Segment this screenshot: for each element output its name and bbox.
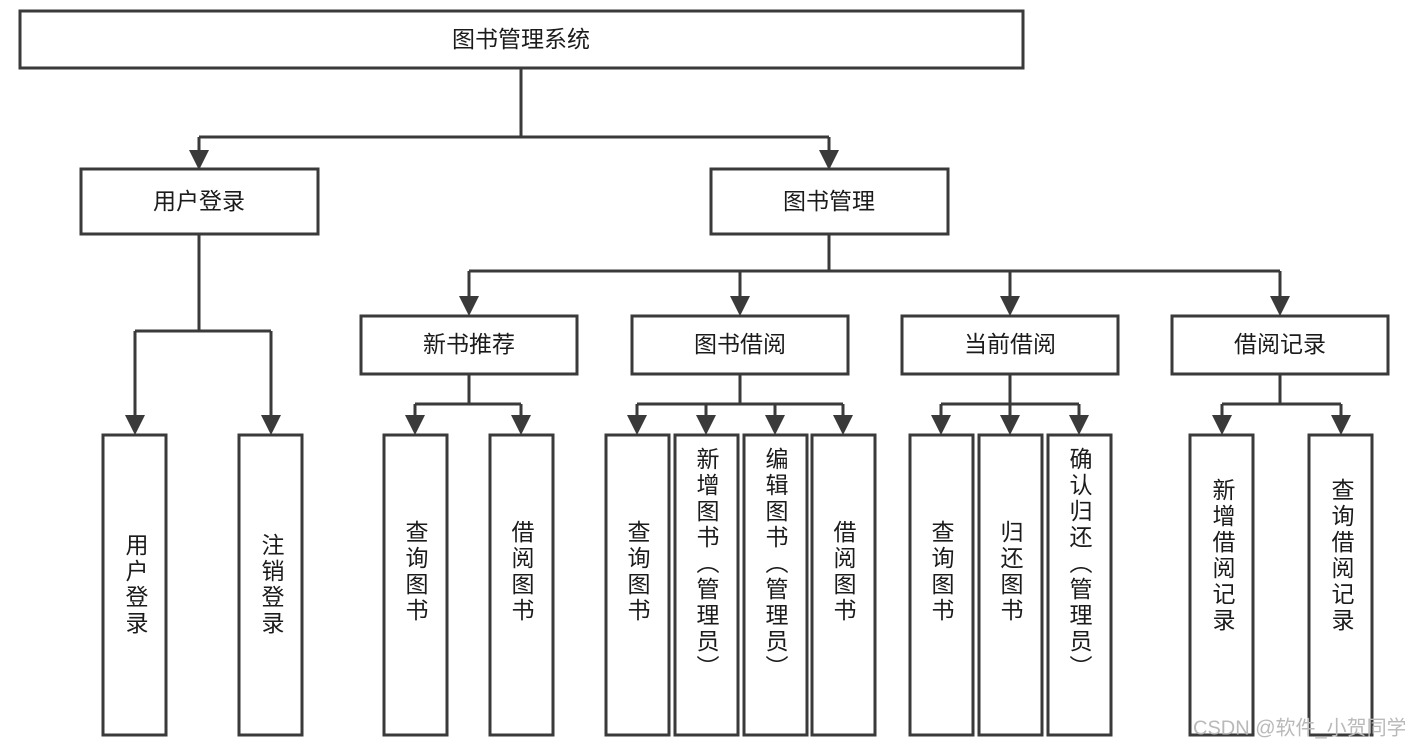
node-leaf-bb-add-book-label: 新增图书（管理员） bbox=[693, 447, 720, 681]
arrowhead-leaf-user-logout bbox=[261, 415, 281, 435]
node-leaf-br-add-record-box[interactable] bbox=[1188, 433, 1255, 737]
arrowhead-to-book-manage bbox=[819, 150, 839, 170]
arrowhead-leaf-bb-query-book bbox=[627, 415, 647, 435]
node-leaf-bb-borrow-book[interactable]: 借阅图书 bbox=[810, 433, 877, 737]
node-leaf-bb-borrow-book-label: 借阅图书 bbox=[830, 520, 857, 624]
connector-borrow-record-bus bbox=[1220, 374, 1343, 417]
arrowhead-leaf-bb-add-book bbox=[696, 415, 716, 435]
node-book-manage-box[interactable] bbox=[709, 167, 950, 236]
arrowhead-leaf-cb-return-book bbox=[1000, 415, 1020, 435]
node-borrow-record[interactable]: 借阅记录 bbox=[1170, 314, 1390, 376]
node-leaf-cb-query-book-label: 查询图书 bbox=[928, 520, 955, 624]
arrowhead-book-borrow bbox=[730, 296, 750, 316]
node-leaf-user-logout[interactable]: 注销登录 bbox=[237, 433, 304, 737]
arrowhead-current-borrow bbox=[1000, 296, 1020, 316]
node-leaf-user-logout-box[interactable] bbox=[237, 433, 304, 737]
node-leaf-bb-edit-book-label: 编辑图书（管理员） bbox=[762, 447, 789, 681]
node-book-borrow-box[interactable] bbox=[630, 314, 850, 376]
node-leaf-rec-query-book-label: 查询图书 bbox=[402, 520, 429, 624]
node-current-borrow-label: 当前借阅 bbox=[964, 331, 1056, 357]
node-book-manage[interactable]: 图书管理 bbox=[709, 167, 950, 236]
node-borrow-record-label: 借阅记录 bbox=[1234, 331, 1326, 357]
node-leaf-br-query-record[interactable]: 查询借阅记录 bbox=[1307, 433, 1374, 737]
node-user-login[interactable]: 用户登录 bbox=[79, 167, 320, 236]
node-root-label: 图书管理系统 bbox=[452, 26, 590, 52]
node-book-manage-label: 图书管理 bbox=[783, 188, 875, 214]
node-leaf-bb-add-book-box[interactable] bbox=[673, 433, 740, 737]
connector-new-book-rec-bus bbox=[413, 374, 523, 417]
node-leaf-br-query-record-label: 查询借阅记录 bbox=[1328, 478, 1355, 634]
node-new-book-rec[interactable]: 新书推荐 bbox=[359, 314, 579, 376]
arrowhead-new-book-rec bbox=[459, 296, 479, 316]
arrowhead-leaf-bb-edit-book bbox=[765, 415, 785, 435]
node-borrow-record-box[interactable] bbox=[1170, 314, 1390, 376]
arrowhead-leaf-cb-confirm-return bbox=[1069, 415, 1089, 435]
node-leaf-cb-confirm-return[interactable]: 确认归还（管理员） bbox=[1046, 433, 1113, 737]
node-leaf-bb-edit-book[interactable]: 编辑图书（管理员） bbox=[742, 433, 809, 737]
node-leaf-user-logout-label: 注销登录 bbox=[258, 533, 285, 637]
arrowhead-leaf-br-add-record bbox=[1212, 415, 1232, 435]
node-user-login-box[interactable] bbox=[79, 167, 320, 236]
node-leaf-bb-edit-book-box[interactable] bbox=[742, 433, 809, 737]
arrowhead-leaf-cb-query-book bbox=[931, 415, 951, 435]
node-leaf-cb-confirm-return-label: 确认归还（管理员） bbox=[1066, 447, 1093, 681]
connector-root-to-level2 bbox=[197, 68, 831, 152]
node-leaf-rec-borrow-book-box[interactable] bbox=[488, 433, 555, 737]
node-leaf-br-query-record-box[interactable] bbox=[1307, 433, 1374, 737]
node-current-borrow-box[interactable] bbox=[900, 314, 1120, 376]
arrowhead-leaf-rec-borrow-book bbox=[511, 415, 531, 435]
node-leaf-br-add-record[interactable]: 新增借阅记录 bbox=[1188, 433, 1255, 737]
connector-current-borrow-bus bbox=[939, 374, 1081, 417]
node-leaf-bb-borrow-book-box[interactable] bbox=[810, 433, 877, 737]
node-current-borrow[interactable]: 当前借阅 bbox=[900, 314, 1120, 376]
arrowhead-to-user-login bbox=[189, 150, 209, 170]
node-root[interactable]: 图书管理系统 bbox=[18, 9, 1025, 70]
node-leaf-rec-query-book-box[interactable] bbox=[382, 433, 449, 737]
node-root-box[interactable] bbox=[18, 9, 1025, 70]
node-leaf-cb-confirm-return-box[interactable] bbox=[1046, 433, 1113, 737]
connector-book-borrow-bus bbox=[635, 374, 845, 417]
node-leaf-cb-query-book[interactable]: 查询图书 bbox=[908, 433, 975, 737]
node-leaf-user-login-box[interactable] bbox=[101, 433, 168, 737]
node-new-book-rec-label: 新书推荐 bbox=[423, 331, 515, 357]
node-leaf-br-add-record-label: 新增借阅记录 bbox=[1209, 478, 1236, 634]
node-leaf-bb-query-book-box[interactable] bbox=[604, 433, 671, 737]
node-user-login-label: 用户登录 bbox=[153, 188, 245, 214]
node-leaf-bb-add-book[interactable]: 新增图书（管理员） bbox=[673, 433, 740, 737]
arrowhead-leaf-bb-borrow-book bbox=[833, 415, 853, 435]
connector-layer bbox=[125, 68, 1351, 435]
node-leaf-cb-return-book-box[interactable] bbox=[977, 433, 1044, 737]
node-book-borrow-label: 图书借阅 bbox=[694, 331, 786, 357]
node-new-book-rec-box[interactable] bbox=[359, 314, 579, 376]
connector-book-manage-bus bbox=[467, 234, 1282, 298]
csdn-watermark: CSDN @软件_小贺同学 bbox=[1193, 716, 1405, 739]
arrowhead-leaf-br-query-record bbox=[1331, 415, 1351, 435]
node-leaf-user-login[interactable]: 用户登录 bbox=[101, 433, 168, 737]
node-leaf-rec-borrow-book[interactable]: 借阅图书 bbox=[488, 433, 555, 737]
node-book-borrow[interactable]: 图书借阅 bbox=[630, 314, 850, 376]
arrowhead-leaf-user-login bbox=[125, 415, 145, 435]
connector-user-login-bus bbox=[133, 234, 273, 417]
arrowhead-borrow-record bbox=[1270, 296, 1290, 316]
node-leaf-bb-query-book[interactable]: 查询图书 bbox=[604, 433, 671, 737]
node-leaf-cb-return-book[interactable]: 归还图书 bbox=[977, 433, 1044, 737]
node-leaf-cb-query-book-box[interactable] bbox=[908, 433, 975, 737]
node-leaf-cb-return-book-label: 归还图书 bbox=[997, 520, 1024, 624]
node-leaf-rec-query-book[interactable]: 查询图书 bbox=[382, 433, 449, 737]
node-leaf-user-login-label: 用户登录 bbox=[122, 533, 149, 637]
node-leaf-rec-borrow-book-label: 借阅图书 bbox=[508, 520, 535, 624]
node-leaf-bb-query-book-label: 查询图书 bbox=[624, 520, 651, 624]
arrowhead-leaf-rec-query-book bbox=[405, 415, 425, 435]
